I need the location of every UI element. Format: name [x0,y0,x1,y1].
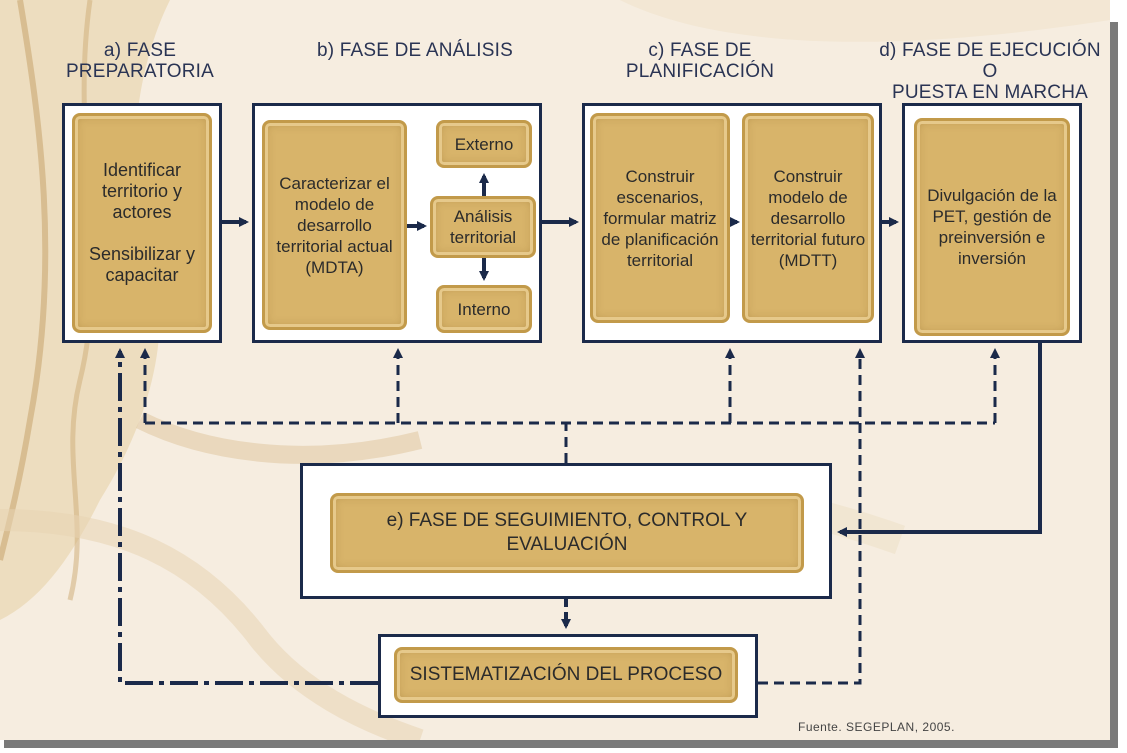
phase-b-analisis-card: Análisis territorial [430,196,536,258]
phase-d-title: d) FASE DE EJECUCIÓN O PUESTA EN MARCHA [879,40,1101,103]
phase-c-model-card: Construir modelo de desarrollo territori… [742,113,874,323]
phase-b-title: b) FASE DE ANÁLISIS [317,40,513,61]
phase-b-diagnosis-card: Caracterizar el modelo de desarrollo ter… [262,120,407,330]
diagram-canvas: a) FASE PREPARATORIA b) FASE DE ANÁLISIS… [0,0,1110,740]
phase-c-title: c) FASE DE PLANIFICACIÓN [625,40,775,82]
phase-e-card: e) FASE DE SEGUIMIENTO, CONTROL Y EVALUA… [330,493,804,573]
phase-a-card: Identificar territorio y actores Sensibi… [72,113,212,333]
source-caption: Fuente. SEGEPLAN, 2005. [798,720,955,734]
phase-b-externo-card: Externo [436,120,532,168]
phase-d-card: Divulgación de la PET, gestión de preinv… [914,118,1070,336]
sistematizacion-card: SISTEMATIZACIÓN DEL PROCESO [394,647,738,703]
phase-c-scenarios-card: Construir escenarios, formular matriz de… [590,113,730,323]
phase-a-title: a) FASE PREPARATORIA [65,40,215,82]
phase-b-interno-card: Interno [436,285,532,333]
